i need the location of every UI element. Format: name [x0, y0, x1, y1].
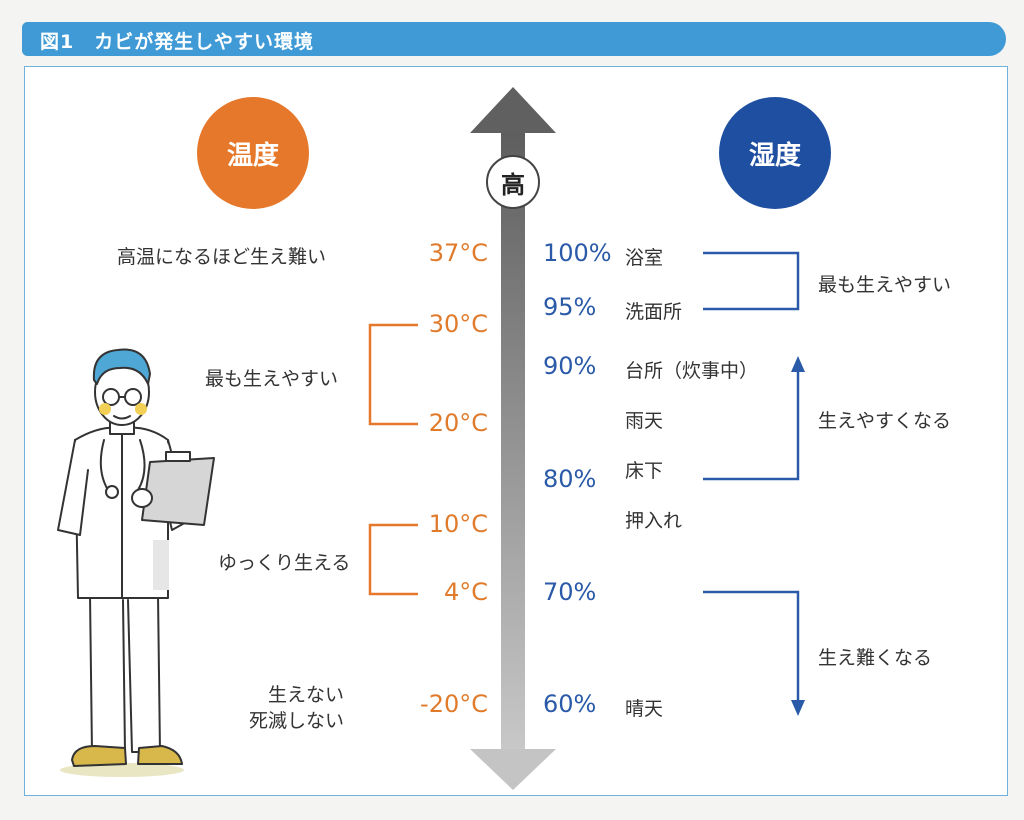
vertical-axis-arrow: [470, 87, 556, 790]
humidity-value-95: 95%: [543, 293, 597, 321]
temp-value-20: 20°C: [428, 409, 488, 437]
humidity-note-easier: 生えやすくなる: [818, 410, 952, 432]
humidity-value-80: 80%: [543, 465, 597, 493]
humidity-heading: 湿度: [719, 97, 831, 209]
axis-high-label: 高: [486, 155, 540, 209]
temperature-heading: 温度: [197, 97, 309, 209]
temp-value-37: 37°C: [428, 239, 488, 267]
title-bar: 図1 カビが発生しやすい環境: [22, 22, 1006, 56]
place-closet: 押入れ: [625, 510, 683, 532]
humidity-note-best: 最も生えやすい: [818, 274, 952, 296]
temp-value-30: 30°C: [428, 310, 488, 338]
humidity-value-70: 70%: [543, 578, 597, 606]
hum-bracket-best: [703, 251, 800, 311]
temp-note-best: 最も生えやすい: [205, 368, 339, 390]
temp-note-none-2: 死滅しない: [249, 710, 345, 732]
humidity-value-60: 60%: [543, 690, 597, 718]
place-sunny: 晴天: [625, 698, 664, 720]
temp-note-slow: ゆっくり生える: [218, 552, 351, 574]
place-underfloor: 床下: [625, 460, 664, 482]
hum-arrow-harder: [703, 590, 805, 716]
temp-value-minus-20: -20°C: [420, 690, 488, 718]
humidity-note-harder: 生え難くなる: [818, 647, 933, 669]
doctor-illustration: [57, 348, 215, 777]
temp-bracket-best: [368, 323, 418, 426]
humidity-value-90: 90%: [543, 352, 597, 380]
temp-note-hot: 高温になるほど生え難い: [117, 246, 327, 268]
temp-value-10: 10°C: [428, 510, 488, 538]
place-bath: 浴室: [625, 247, 664, 269]
place-rain: 雨天: [625, 410, 664, 432]
place-kitchen: 台所（炊事中）: [625, 360, 759, 382]
temp-note-none-1: 生えない: [268, 684, 345, 706]
temp-value-4: 4°C: [443, 578, 488, 606]
place-washroom: 洗面所: [625, 301, 683, 323]
figure-title: 図1 カビが発生しやすい環境: [40, 31, 315, 53]
temp-bracket-slow: [368, 523, 418, 596]
hum-arrow-easier: [703, 356, 805, 481]
humidity-value-100: 100%: [543, 239, 612, 267]
